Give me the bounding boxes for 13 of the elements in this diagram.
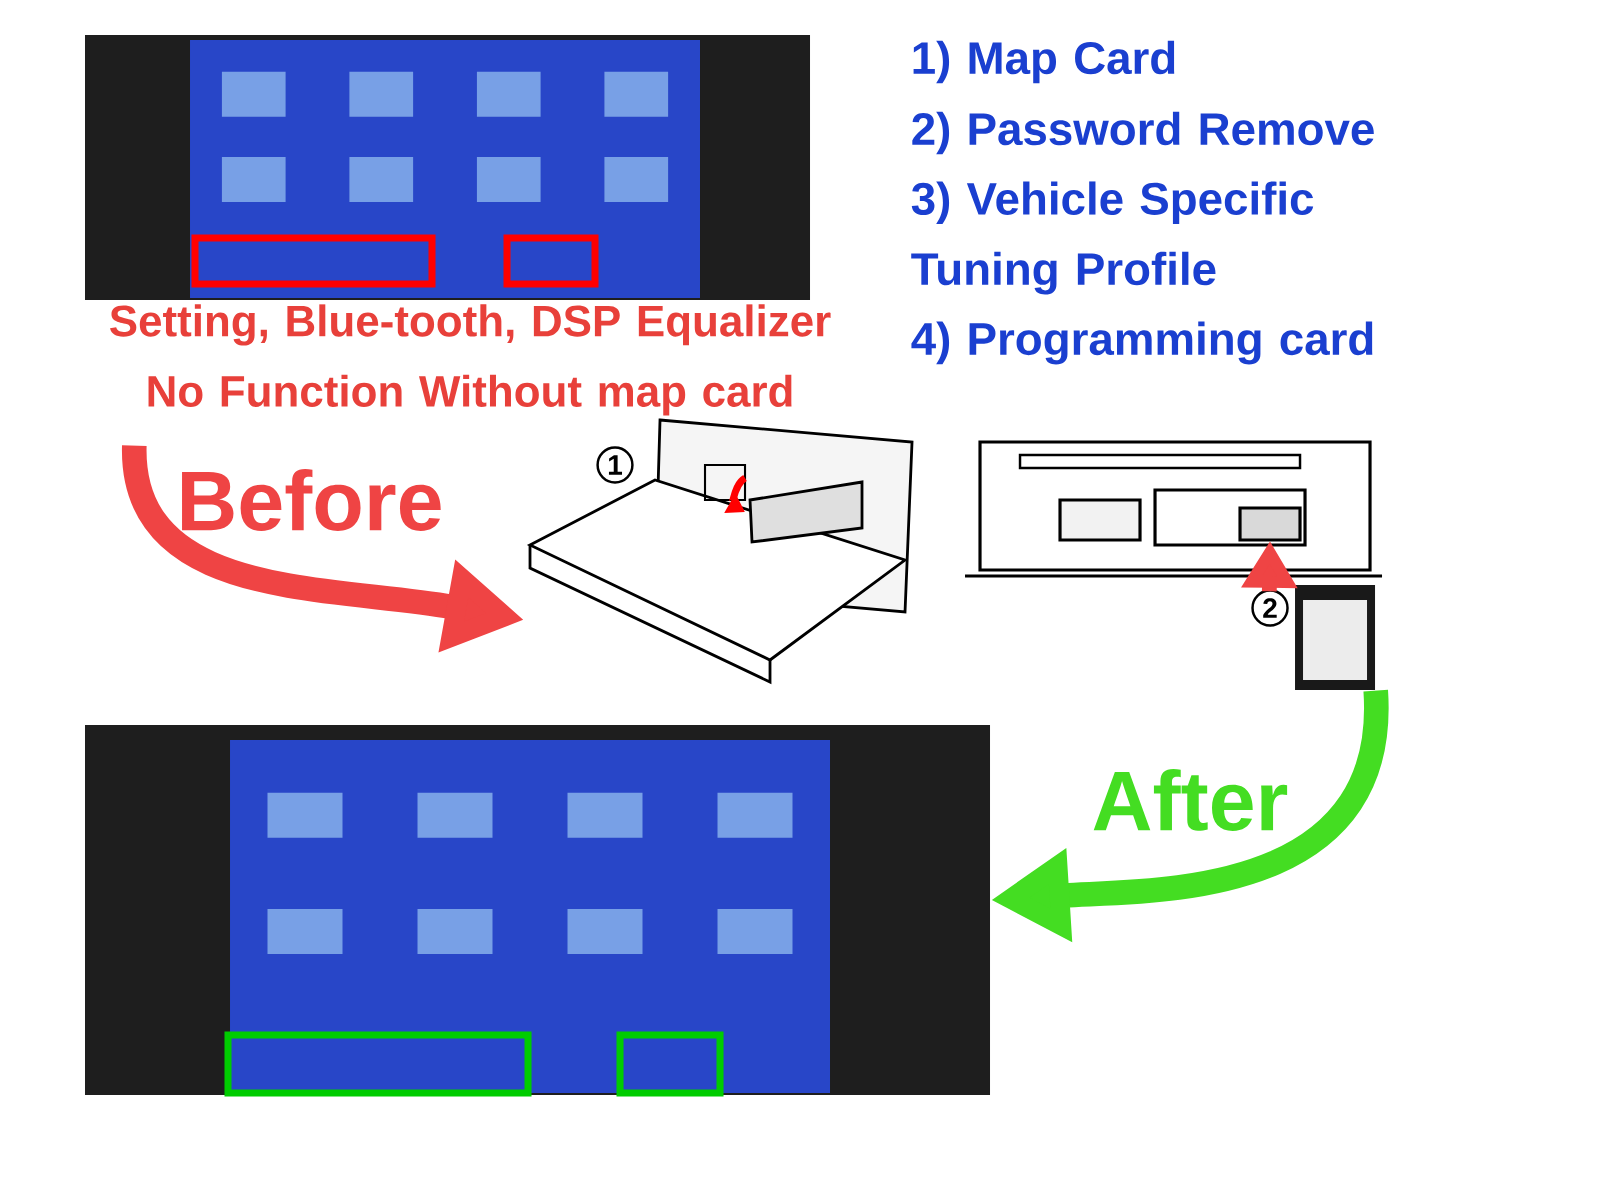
card-slot-drawing <box>965 440 1383 578</box>
screen-photo-drawing <box>85 35 810 300</box>
list-item: 2) Password Remove <box>912 111 1374 155</box>
list-item: 1) Map Card <box>913 40 1175 84</box>
edge-label: Before <box>182 469 441 531</box>
callout-number: 1 <box>596 446 634 484</box>
warning-caption: Setting, Blue-tooth, DSP Equalizer No Function Without map card <box>110 304 831 416</box>
edge-label: After <box>1093 769 1288 831</box>
sd-card-drawing <box>1295 585 1376 690</box>
list-item: 4) Programming card <box>911 321 1373 365</box>
list-item: 3) Vehicle Specific Tuning Profile <box>911 181 1314 295</box>
screen-photo-drawing <box>85 725 990 1097</box>
callout-number: 2 <box>1251 589 1289 627</box>
